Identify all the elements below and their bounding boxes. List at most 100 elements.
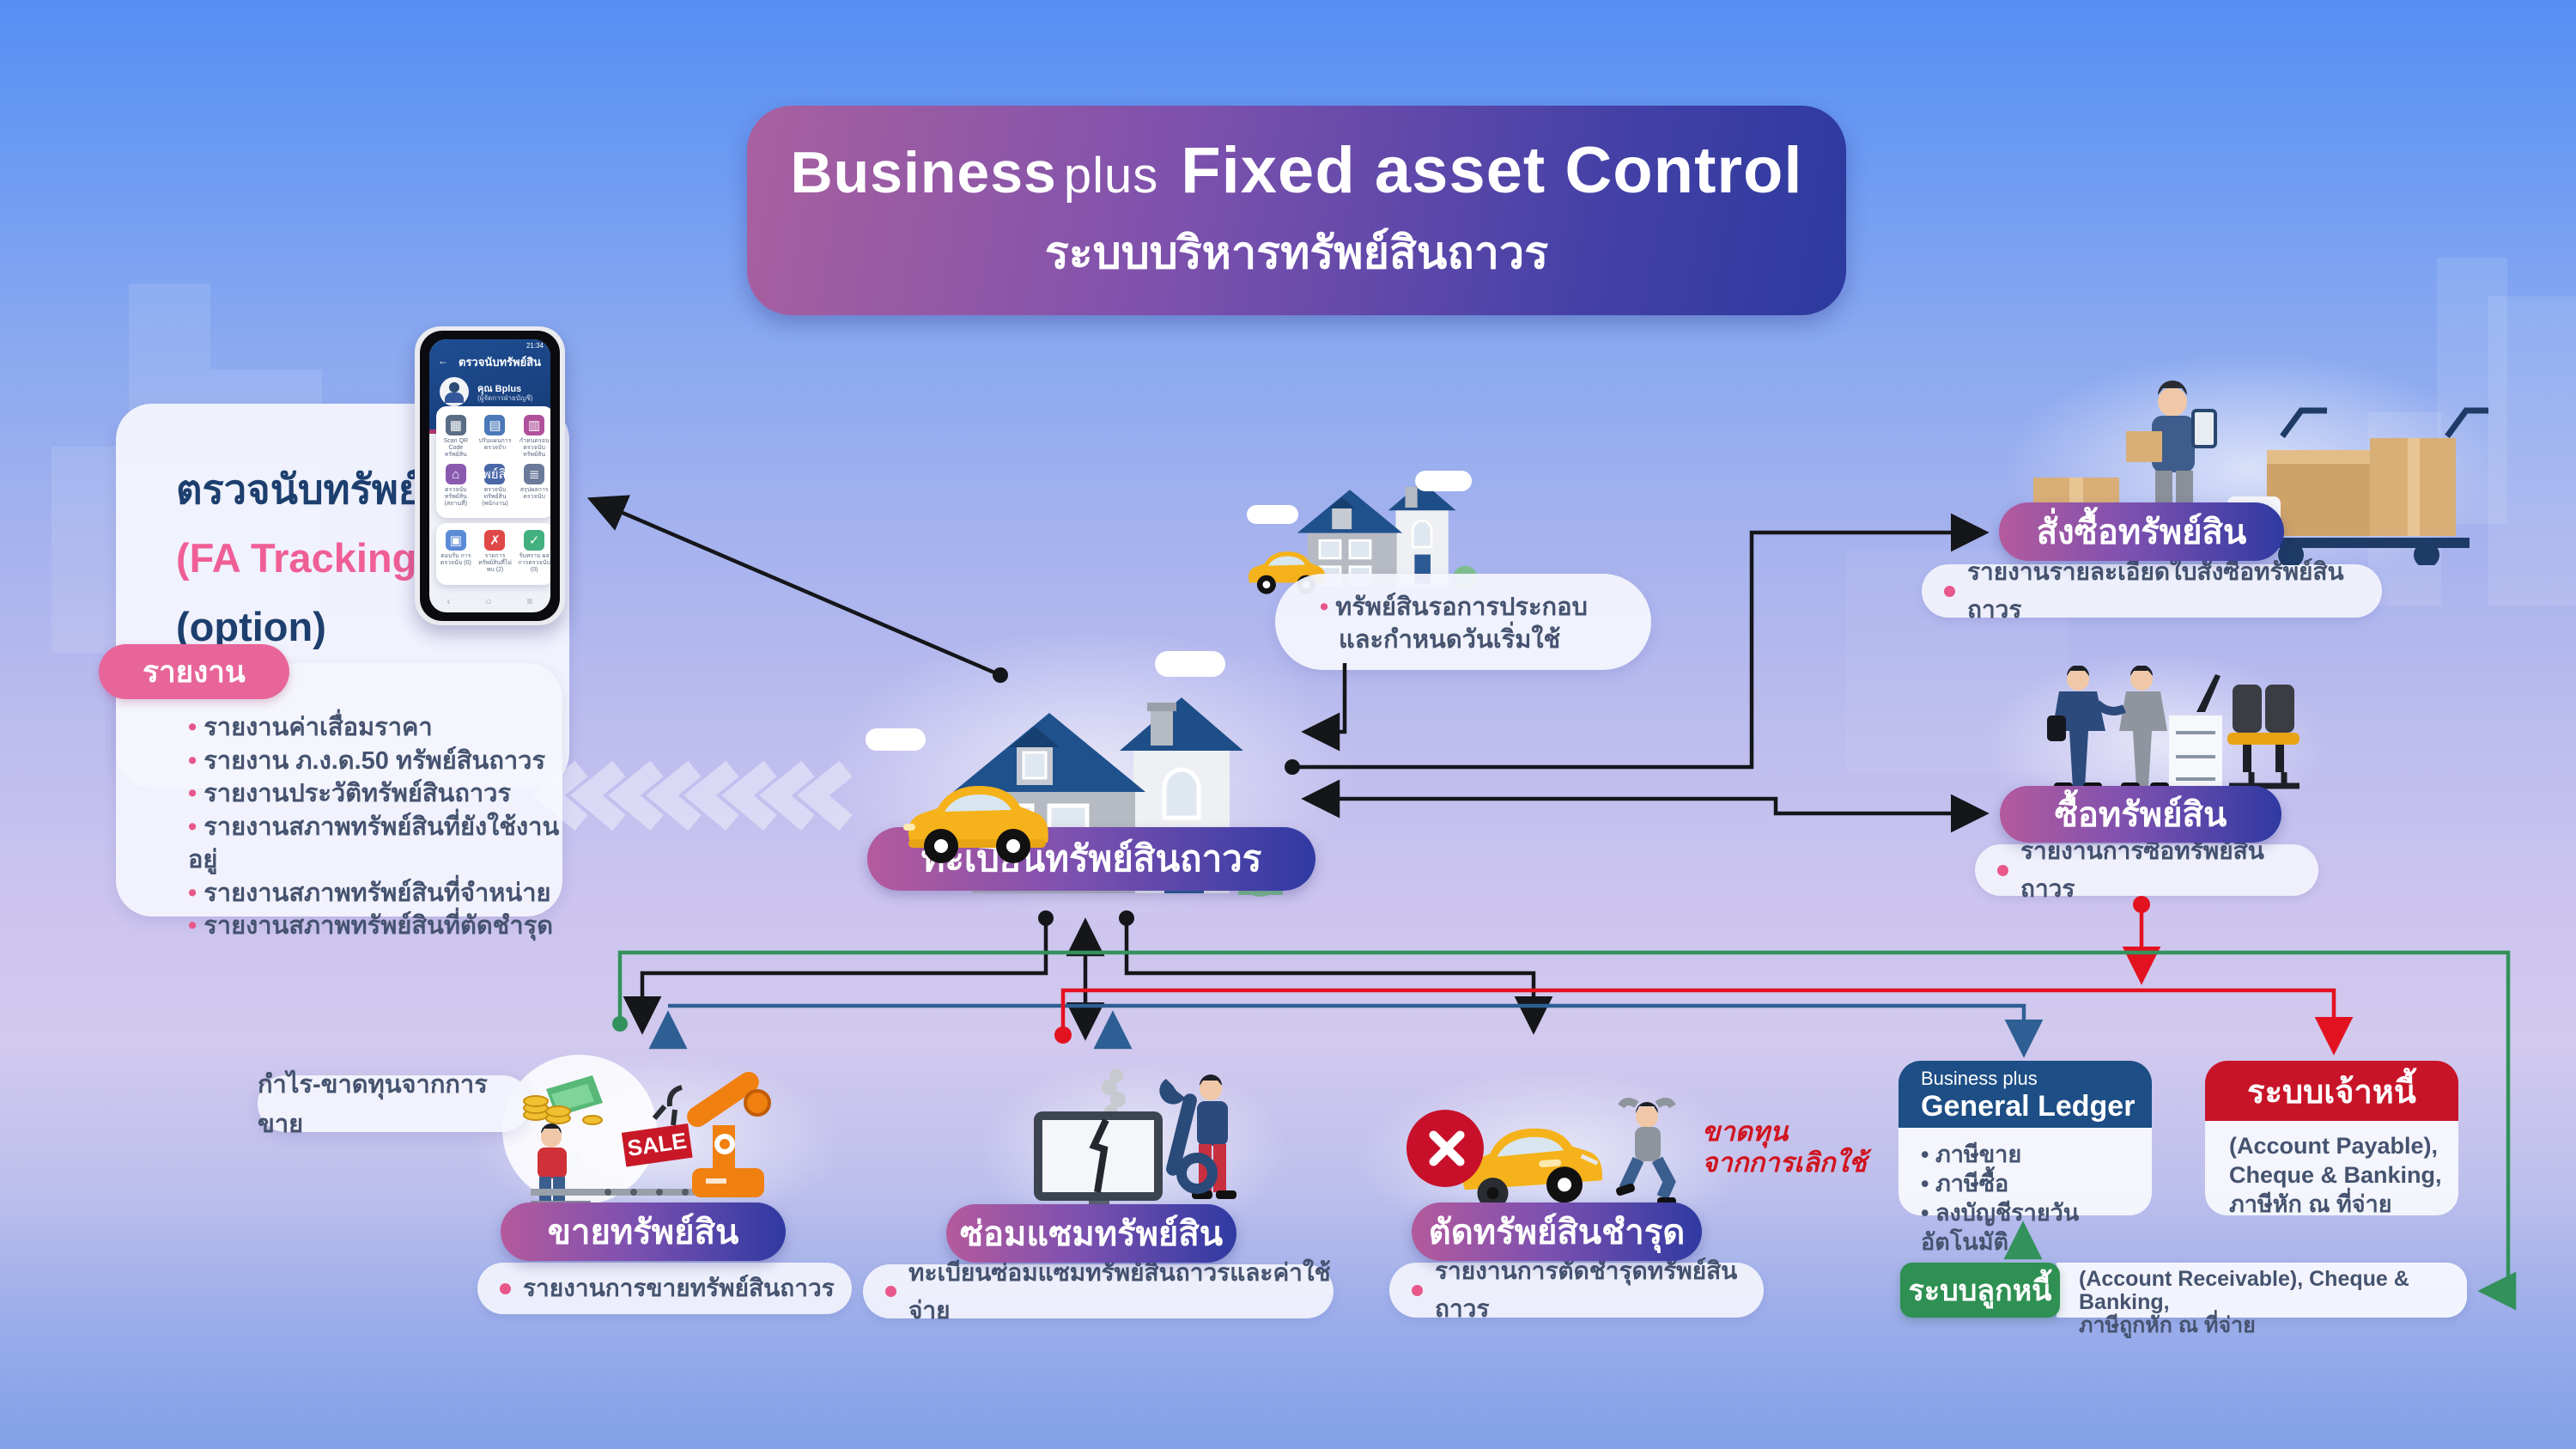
phone-mockup: 21:34 ← ตรวจนับทรัพย์สิน คุณ Bplus (ผู้จ… xyxy=(415,326,565,625)
ap-line: (Account Payable), xyxy=(2229,1133,2439,1159)
phone-status-item[interactable]: ▣ ตอบรับ การตรวจนับ (0) xyxy=(438,530,474,574)
nav-menu-icon[interactable]: ≡ xyxy=(526,595,533,607)
fa-tracking-line3: (option) xyxy=(176,604,326,649)
report-item: • รายงานประวัติทรัพย์สินถาวร xyxy=(188,780,512,807)
gl-card-body: • ภาษีขาย • ภาษีซื้อ • ลงบัญชีรายวันอัตโ… xyxy=(1899,1128,2152,1255)
sale-pill: ขายทรัพย์สิน xyxy=(501,1202,786,1261)
ap-line: Cheque & Banking, xyxy=(2229,1162,2442,1188)
cloud xyxy=(1155,651,1225,677)
red-connectors xyxy=(1060,906,2354,1056)
phone-menu-item[interactable]: ⌂ ตรวจนับทรัพย์สิน (สถานที่) xyxy=(438,464,474,508)
purchase-order-pill: สั่งซื้อทรัพย์สิน xyxy=(1999,502,2284,561)
missing-asset-icon: ✗ xyxy=(484,530,506,551)
report-item: • รายงานค่าเสื่อมราคา xyxy=(188,714,433,741)
phone-user-role: (ผู้จัดการฝ่ายบัญชี) xyxy=(477,394,533,402)
phone-menu-item[interactable]: ≣ สรุปผลการตรวจนับ xyxy=(516,464,550,508)
robot-arm xyxy=(652,1071,771,1197)
cloud xyxy=(1415,471,1472,491)
gl-card-header: Business plus General Ledger xyxy=(1899,1061,2152,1128)
panicked-person-illustration xyxy=(1616,1098,1676,1206)
pending-note-line1: ทรัพย์สินรอการประกอบ xyxy=(1335,594,1588,621)
bullet-dot xyxy=(1412,1284,1423,1296)
phone-menu-item[interactable]: ▥ กำหนดรอบตรวจนับทรัพย์สิน xyxy=(516,415,550,459)
calendar-clock-icon: ▥ xyxy=(524,415,545,435)
phone-menu-item[interactable]: ▦ Scan QR Code ทรัพย์สิน xyxy=(438,415,474,459)
qr-scan-icon: ▦ xyxy=(445,415,466,435)
phone-menu-card: ▦ Scan QR Code ทรัพย์สิน ▤ ปรับแผนการตรว… xyxy=(436,406,550,518)
blue-connectors xyxy=(648,1003,2044,1058)
purchase-pill: ซื้อทรัพย์สิน xyxy=(2000,786,2281,843)
brand-business: Business xyxy=(790,140,1057,205)
ar-line1: (Account Receivable), Cheque & Banking, xyxy=(2079,1267,2409,1314)
building-icon: ⌂ xyxy=(445,464,466,484)
ap-card-header: ระบบเจ้าหนี้ xyxy=(2205,1061,2458,1121)
writeoff-note: รายงานการตัดชำรุดทรัพย์สินถาวร xyxy=(1389,1257,1764,1322)
phone-time: 21:34 xyxy=(526,342,544,350)
report-item: • รายงาน ภ.ง.ด.50 ทรัพย์สินถาวร xyxy=(188,746,546,775)
conveyor xyxy=(531,1189,745,1196)
calendar-edit-icon: ▤ xyxy=(484,415,506,435)
bullet-dot xyxy=(1997,864,2008,876)
repair-illustration xyxy=(1034,1068,1236,1218)
gl-item: • ภาษีซื้อ xyxy=(1921,1171,2009,1196)
sale-note: รายงานการขายทรัพย์สินถาวร xyxy=(477,1263,852,1314)
pending-note-line2: และกำหนดวันเริ่มใช้ xyxy=(1339,626,1561,654)
phone-screen: 21:34 ← ตรวจนับทรัพย์สิน คุณ Bplus (ผู้จ… xyxy=(429,339,550,612)
bullet-dot xyxy=(885,1286,896,1297)
sale-tag: SALE xyxy=(621,1123,693,1167)
car-illustration xyxy=(903,786,1048,863)
report-item: • รายงานสภาพทรัพย์สินที่ตัดชำรุด xyxy=(188,912,554,940)
chevrons-left xyxy=(532,760,853,831)
purchase-illustration xyxy=(2047,666,2300,793)
sale-illustration: SALE xyxy=(523,1071,771,1207)
back-icon[interactable]: ← xyxy=(438,355,448,367)
money-icon xyxy=(523,1075,603,1125)
green-connectors xyxy=(617,950,2517,1311)
gl-item: • ลงบัญชีรายวันอัตโนมัติ xyxy=(1921,1200,2080,1255)
ap-card-body: (Account Payable), Cheque & Banking, ภาษ… xyxy=(2205,1121,2458,1217)
purchase-order-note: รายงานรายละเอียดใบสั่งซื้อทรัพย์สินถาวร xyxy=(1922,558,2382,623)
broken-car-illustration xyxy=(1462,1128,1603,1209)
black-connectors xyxy=(586,495,1990,1041)
phone-menu-item[interactable]: ▤ ปรับแผนการตรวจนับ xyxy=(477,415,513,459)
reports-card: • รายงานค่าเสื่อมราคา • รายงาน ภ.ง.ด.50 … xyxy=(116,663,562,940)
purchase-note: รายงานการซื้อทรัพย์สินถาวร xyxy=(1975,837,2318,902)
title-subheading: ระบบบริหารทรัพย์สินถาวร xyxy=(1044,228,1549,278)
pending-note: • ทรัพย์สินรอการประกอบ และกำหนดวันเริ่มใ… xyxy=(1275,574,1651,670)
cloud xyxy=(1247,505,1298,524)
wrench-icon xyxy=(1159,1079,1218,1194)
nav-back-icon[interactable]: ‹ xyxy=(447,595,451,607)
phone-bezel: 21:34 ← ตรวจนับทรัพย์สิน คุณ Bplus (ผู้จ… xyxy=(420,331,560,621)
report-item: • รายงานสภาพทรัพย์สินที่จำหน่าย xyxy=(188,879,551,907)
repair-note: ทะเบียนซ่อมแซมทรัพย์สินถาวรและค่าใช้จ่าย xyxy=(863,1259,1334,1324)
skyline-right-2 xyxy=(2488,296,2576,606)
ar-header-pill: ระบบลูกหนี้ xyxy=(1900,1263,2060,1318)
loss-note: ขาดทุน จากการเลิกใช้ xyxy=(1702,1117,1867,1178)
phone-status-card: ▣ ตอบรับ การตรวจนับ (0) ✗ รายการ ทรัพย์ส… xyxy=(436,523,550,585)
cloud xyxy=(866,728,926,751)
ar-bar-body: (Account Receivable), Cheque & Banking, … xyxy=(2057,1263,2467,1337)
phone-status-item[interactable]: ✓ รับทราบ ผลการตรวจนับ (0) xyxy=(516,530,550,574)
ap-line: ภาษีหัก ณ ที่จ่าย xyxy=(2229,1191,2392,1217)
nav-home-icon[interactable]: ○ xyxy=(485,595,492,607)
fa-tracking-line2: (FA Tracking) xyxy=(176,535,430,581)
smoke xyxy=(1102,1068,1126,1118)
gl-item: • ภาษีขาย xyxy=(1921,1142,2022,1167)
summary-doc-icon: ≣ xyxy=(524,464,545,484)
ar-line2: ภาษีถูกหัก ณ ที่จ่าย xyxy=(2079,1313,2256,1337)
bullet-dot xyxy=(1944,585,1955,597)
title-heading: Fixed asset Control xyxy=(1181,134,1803,207)
profit-note: กำไร-ขาดทุนจากการขาย xyxy=(258,1071,531,1138)
avatar xyxy=(440,377,469,406)
repair-pill: ซ่อมแซมทรัพย์สิน xyxy=(946,1204,1236,1263)
gl-title: General Ledger xyxy=(1921,1090,2136,1123)
phone-status-item[interactable]: ✗ รายการ ทรัพย์สินที่ไม่พบ (2) xyxy=(477,530,513,574)
x-circle-icon xyxy=(1406,1110,1484,1187)
chat-check-icon: ▣ xyxy=(445,530,466,551)
result-check-icon: ✓ xyxy=(524,530,545,551)
report-item: • รายงานสภาพทรัพย์สินที่ยังใช้งานอยู่ xyxy=(188,813,560,874)
reports-header-pill: รายงาน xyxy=(99,644,289,699)
